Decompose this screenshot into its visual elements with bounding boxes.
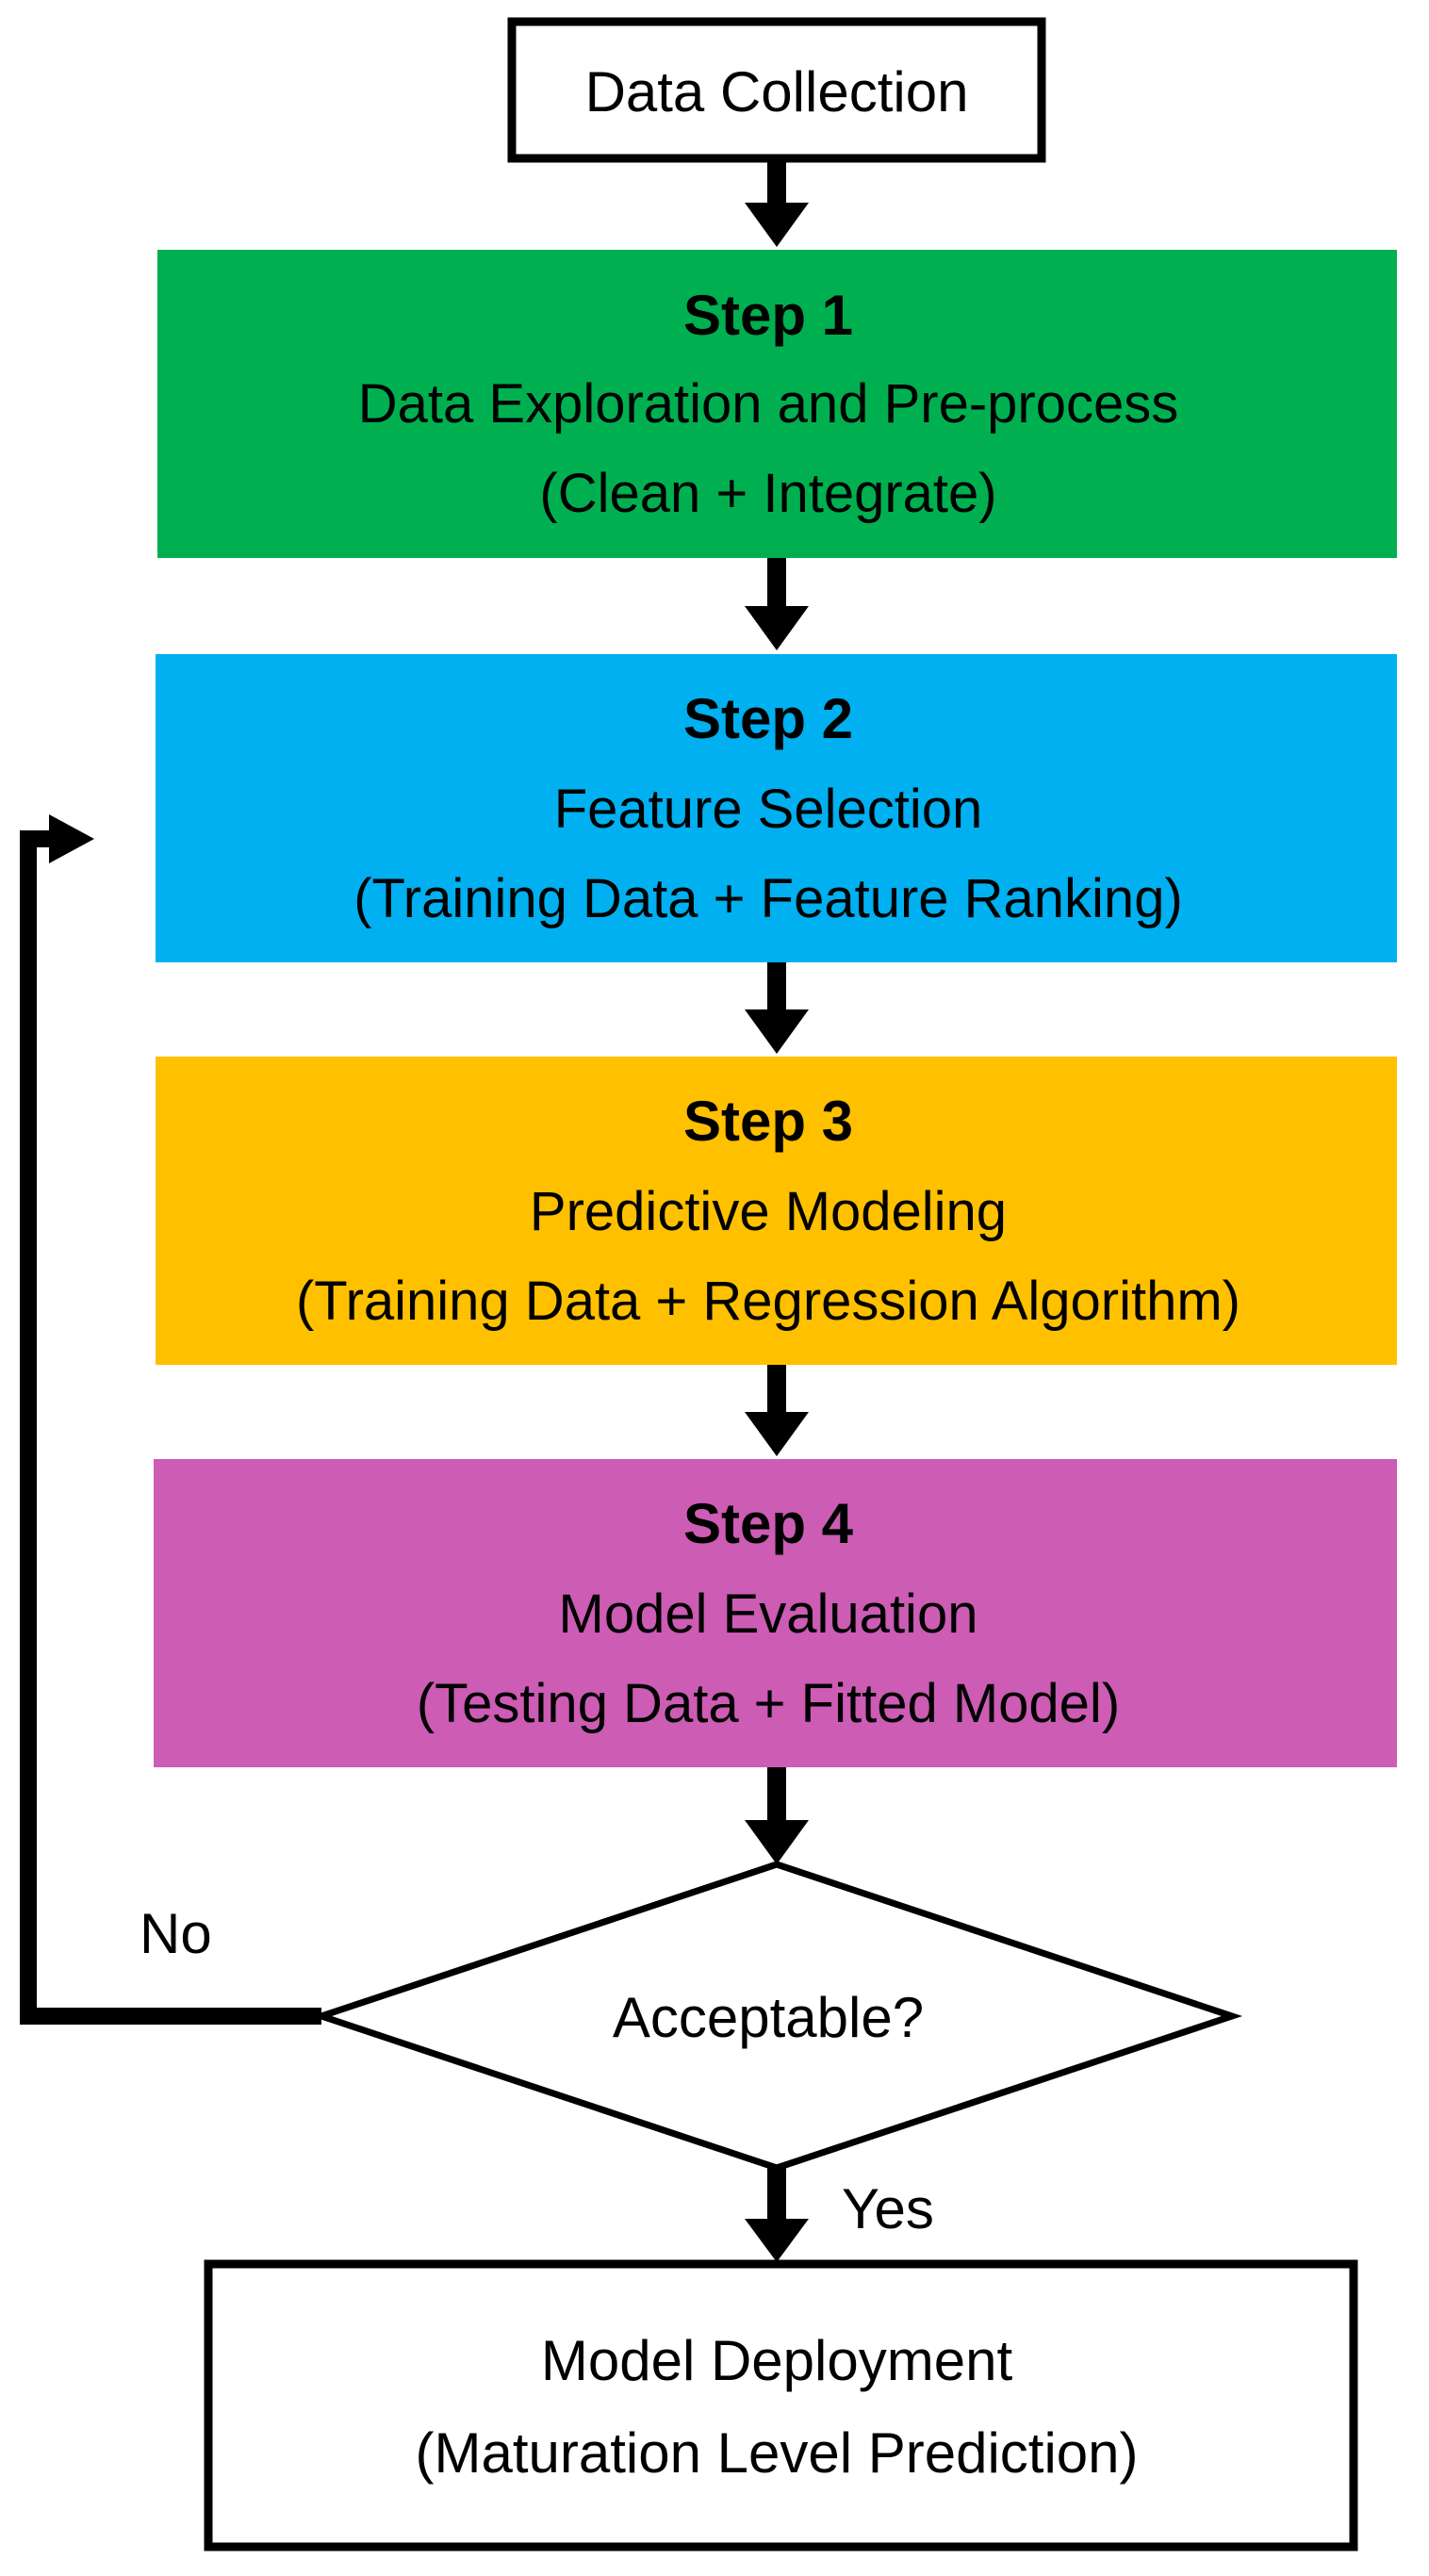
arrow-start-to-step1 [745,158,809,247]
start-label: Data Collection [585,60,969,123]
step1-line2: (Clean + Integrate) [539,463,996,524]
yes-label: Yes [842,2177,934,2240]
no-label: No [140,1902,212,1965]
step1-node: Step 1 Data Exploration and Pre-process … [157,250,1397,558]
step3-box [156,1057,1397,1365]
step4-box [154,1459,1397,1767]
step1-box [157,250,1397,558]
step3-title: Step 3 [683,1090,853,1153]
arrow-step4-to-decision [745,1767,809,1864]
arrow-decision-to-end [745,2168,809,2262]
step4-line2: (Testing Data + Fitted Model) [417,1673,1120,1734]
step4-title: Step 4 [683,1492,854,1555]
step3-line1: Predictive Modeling [530,1181,1007,1242]
arrow-step3-to-step4 [745,1365,809,1456]
step3-line2: (Training Data + Regression Algorithm) [296,1271,1240,1332]
step2-line1: Feature Selection [554,779,983,840]
arrow-step1-to-step2 [745,558,809,650]
step4-line1: Model Evaluation [559,1583,978,1645]
step4-node: Step 4 Model Evaluation (Testing Data + … [154,1459,1397,1767]
end-line1: Model Deployment [541,2329,1013,2392]
step2-line2: (Training Data + Feature Ranking) [353,868,1183,929]
decision-node: Acceptable? [310,1861,1243,2172]
no-feedback-loop [20,814,321,2025]
end-line2: (Maturation Level Prediction) [415,2421,1138,2485]
step1-title: Step 1 [683,284,853,347]
step3-node: Step 3 Predictive Modeling (Training Dat… [156,1057,1397,1365]
step1-line1: Data Exploration and Pre-process [358,373,1178,435]
start-node: Data Collection [507,17,1046,163]
step2-node: Step 2 Feature Selection (Training Data … [156,654,1397,962]
end-node: Model Deployment (Maturation Level Predi… [204,2259,1358,2551]
step2-title: Step 2 [683,687,853,750]
end-box [204,2259,1358,2551]
arrow-step2-to-step3 [745,962,809,1054]
decision-label: Acceptable? [613,1986,924,2049]
step2-box [156,654,1397,962]
